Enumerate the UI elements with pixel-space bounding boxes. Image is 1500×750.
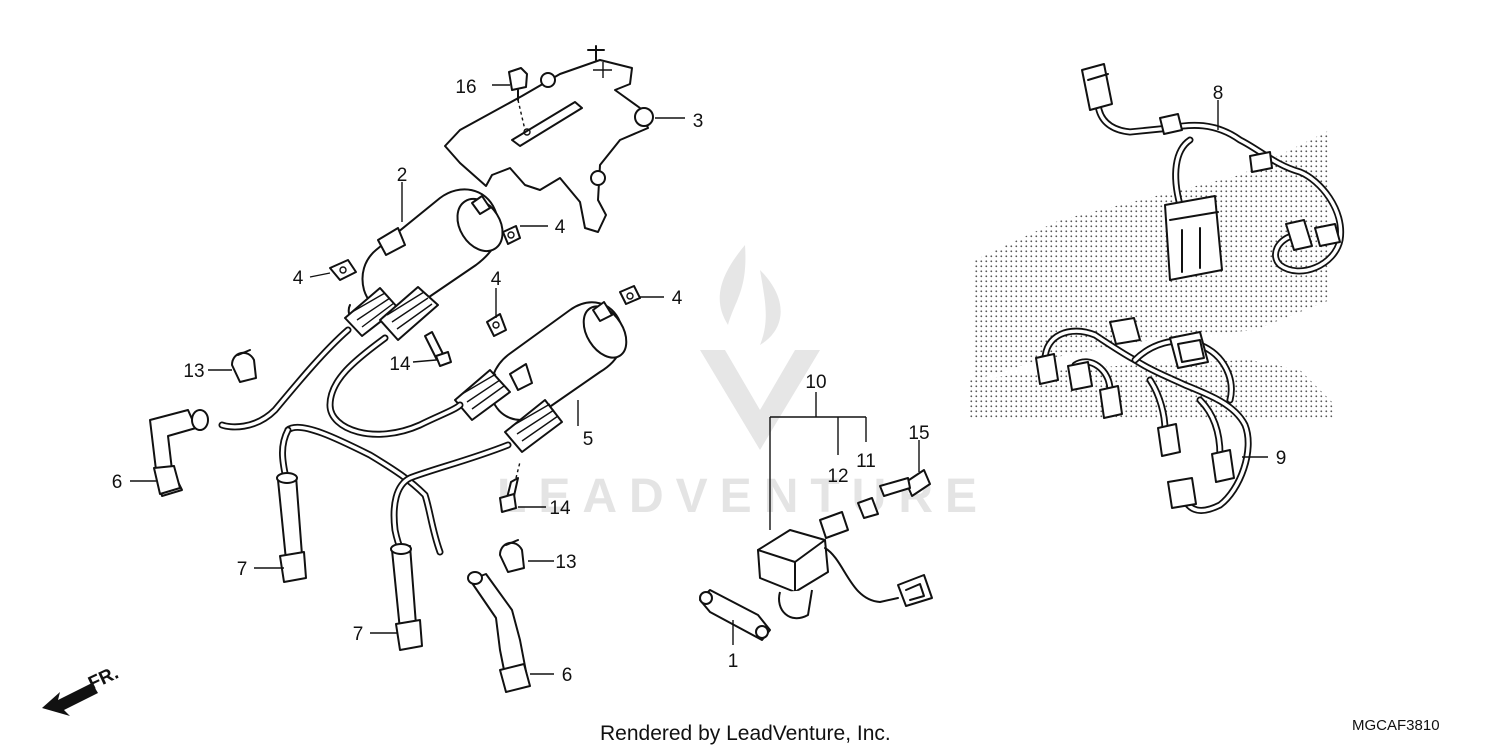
- callout-4: 4: [491, 269, 502, 290]
- sensor-stay-1: [699, 589, 771, 641]
- spark-plug-cap-7: [276, 472, 423, 651]
- coil-bracket: [444, 45, 654, 233]
- leadventure-watermark: LEADVENTURE: [497, 245, 989, 523]
- watermark-text: LEADVENTURE: [497, 470, 989, 523]
- callout-15: 15: [908, 423, 929, 444]
- leader-lines: [130, 84, 1268, 675]
- ignition-coil-upper: [347, 188, 504, 326]
- callout-10: 10: [805, 372, 826, 393]
- ignition-coil-lower: [489, 301, 628, 421]
- callout-6: 6: [562, 665, 573, 686]
- callout-6: 6: [112, 472, 123, 493]
- callout-7: 7: [353, 624, 364, 645]
- wire-harness-8: [1081, 63, 1345, 281]
- high-tension-wires: [218, 326, 512, 556]
- bolt-16: [508, 67, 528, 131]
- coil-boots-lower: [454, 369, 563, 453]
- callout-14: 14: [549, 498, 571, 519]
- callout-5: 5: [583, 429, 594, 450]
- callout-14: 14: [389, 354, 411, 375]
- wire-clamp-13: [231, 349, 525, 573]
- coil-boots-upper: [344, 286, 439, 341]
- callout-4: 4: [293, 268, 304, 289]
- callout-12: 12: [827, 466, 848, 487]
- callout-11: 11: [856, 451, 876, 472]
- wire-harness-9: [1035, 317, 1252, 514]
- callout-7: 7: [237, 559, 248, 580]
- bolt-15: [879, 469, 931, 497]
- front-direction-arrow: FR.: [42, 663, 122, 716]
- callout-8: 8: [1213, 83, 1224, 104]
- callout-4: 4: [555, 217, 566, 238]
- bolt-14: [424, 331, 521, 513]
- callout-1: 1: [728, 651, 739, 672]
- callout-3: 3: [693, 111, 704, 132]
- callout-2: 2: [397, 165, 408, 186]
- spark-plug-cap-6: [149, 409, 531, 693]
- callout-16: 16: [455, 77, 476, 98]
- callout-4: 4: [672, 288, 683, 309]
- callout-13: 13: [183, 361, 204, 382]
- ignition-module-10: [757, 392, 933, 620]
- callout-13: 13: [555, 552, 576, 573]
- diagram-code: MGCAF3810: [1352, 717, 1440, 734]
- callout-9: 9: [1276, 448, 1287, 469]
- hatch-area: [970, 130, 1335, 420]
- rendered-by-text: Rendered by LeadVenture, Inc.: [600, 722, 891, 745]
